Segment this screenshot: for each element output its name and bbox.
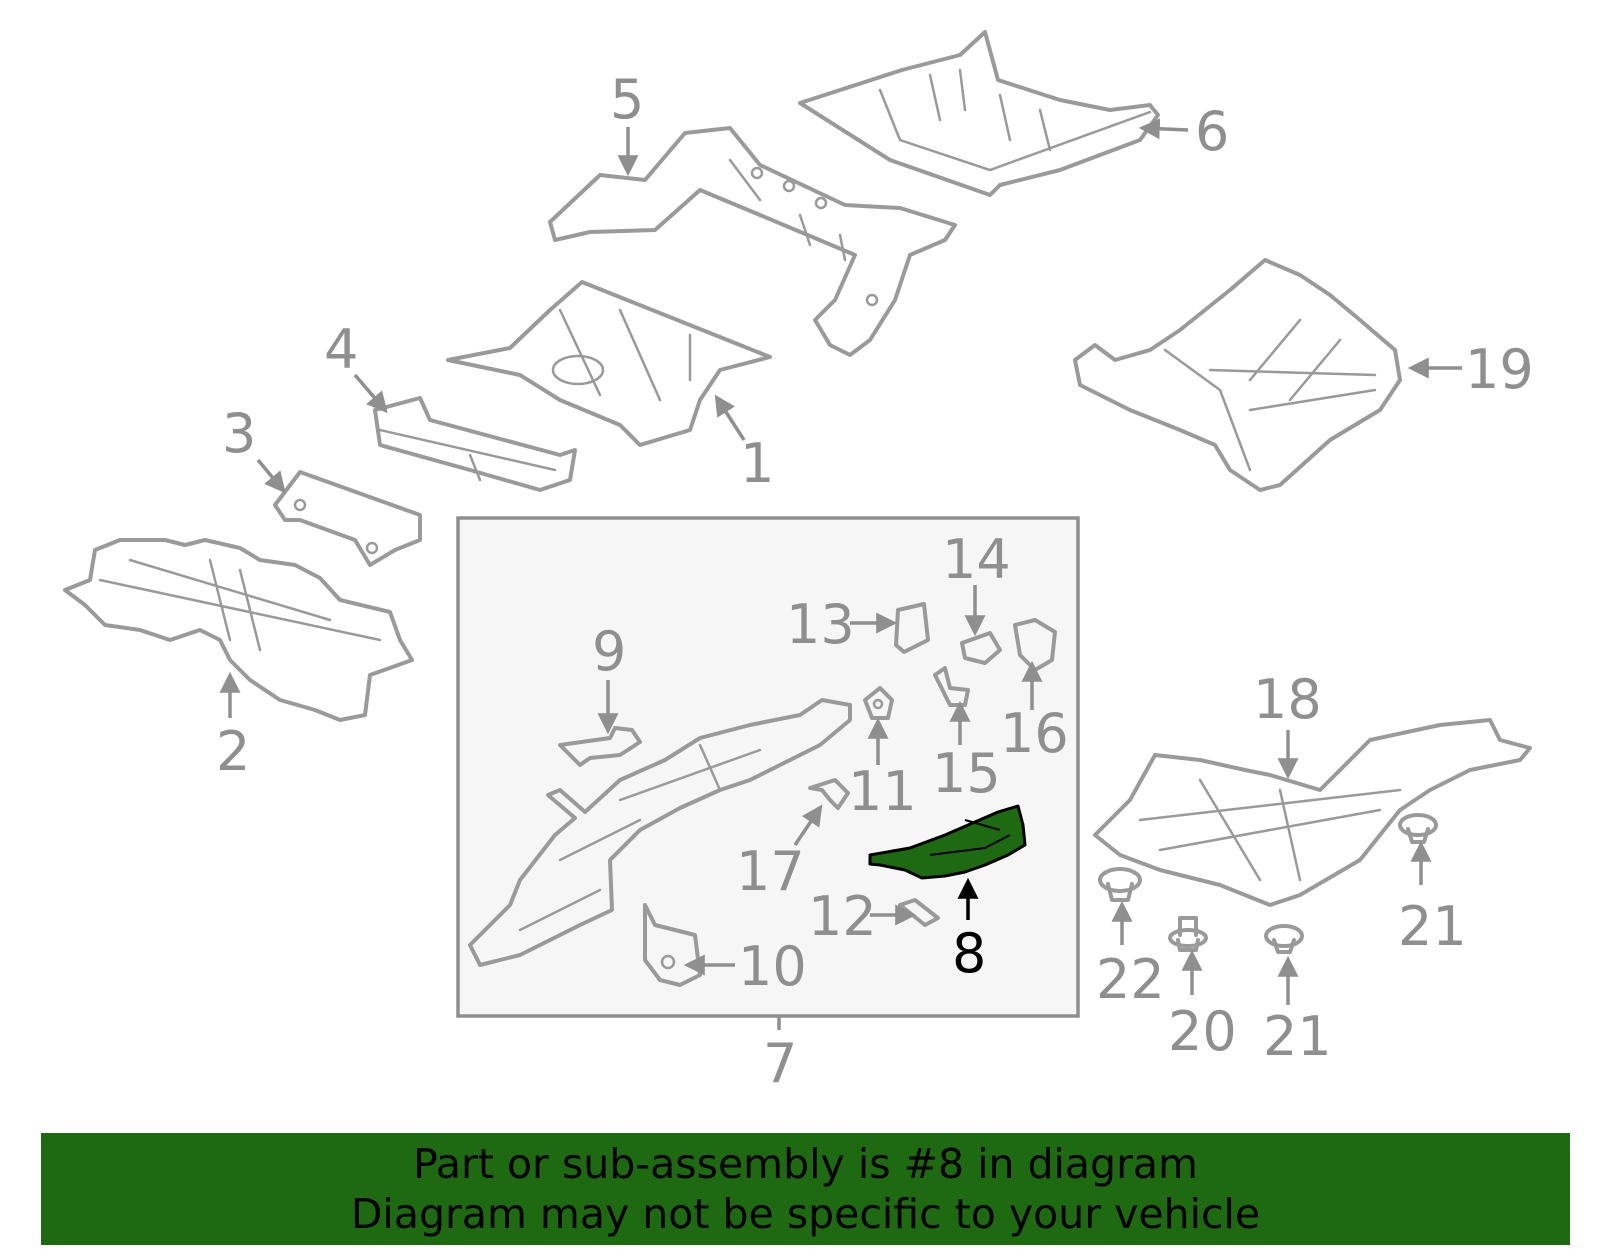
callout-21a: 21: [1263, 1005, 1332, 1068]
part-9-bracket[interactable]: [558, 726, 642, 767]
callout-12: 12: [808, 885, 877, 948]
callout-6: 6: [1195, 100, 1229, 163]
part-21-clip-a[interactable]: [1264, 924, 1304, 954]
callout-20: 20: [1168, 1000, 1237, 1063]
callout-11: 11: [848, 760, 917, 823]
callout-10: 10: [738, 935, 807, 998]
callout-17: 17: [736, 840, 805, 903]
part-4-bracket[interactable]: [373, 396, 577, 492]
callout-14: 14: [942, 528, 1011, 591]
callout-18: 18: [1253, 668, 1322, 731]
callout-1: 1: [740, 432, 774, 495]
part-2-front-floor[interactable]: [63, 538, 414, 722]
part-main-rail[interactable]: [468, 698, 852, 967]
callout-21b: 21: [1398, 895, 1467, 958]
part-22-clip[interactable]: [1098, 867, 1142, 902]
callout-7: 7: [763, 1032, 797, 1095]
part-17-bracket[interactable]: [808, 778, 850, 810]
parts-diagram: 1 2 3 4 5 6 7 8 9 10 11 12 13 14 15 16 1…: [63, 30, 1534, 1095]
part-12-bracket[interactable]: [898, 898, 940, 927]
callout-8: 8: [952, 922, 986, 985]
banner-line-1: Part or sub-assembly is #8 in diagram: [413, 1140, 1198, 1188]
part-5-crossmember[interactable]: [548, 126, 957, 357]
callout-9: 9: [592, 620, 626, 683]
callout-22: 22: [1096, 948, 1165, 1011]
callout-2: 2: [216, 720, 250, 783]
callout-3: 3: [222, 402, 256, 465]
part-20-clip[interactable]: [1168, 916, 1208, 952]
part-16-bracket[interactable]: [1013, 618, 1057, 672]
callout-16: 16: [1000, 702, 1069, 765]
part-6-rear-floor-pan[interactable]: [798, 30, 1160, 197]
callout-4: 4: [324, 318, 358, 381]
part-11-bracket[interactable]: [863, 686, 894, 720]
callout-labels: 1 2 3 4 5 6 7 8 9 10 11 12 13 14 15 16 1…: [216, 68, 1534, 1095]
callout-13: 13: [786, 593, 855, 656]
part-8-highlighted[interactable]: [868, 804, 1027, 880]
callout-15: 15: [932, 742, 1001, 805]
part-19-rear-undercover[interactable]: [1073, 258, 1402, 492]
callout-5: 5: [610, 68, 644, 131]
part-3-bracket[interactable]: [273, 470, 422, 567]
info-banner: Part or sub-assembly is #8 in diagram Di…: [41, 1133, 1570, 1245]
part-10-bracket[interactable]: [643, 903, 702, 987]
leader-lines: [219, 118, 1462, 1030]
part-21-clip-b[interactable]: [1398, 813, 1438, 844]
callout-19: 19: [1465, 338, 1534, 401]
part-1-floor-panel[interactable]: [446, 280, 772, 447]
part-18-rear-floor-side[interactable]: [1093, 718, 1532, 907]
banner-line-2: Diagram may not be specific to your vehi…: [350, 1190, 1261, 1238]
part-13-bracket[interactable]: [894, 602, 930, 654]
